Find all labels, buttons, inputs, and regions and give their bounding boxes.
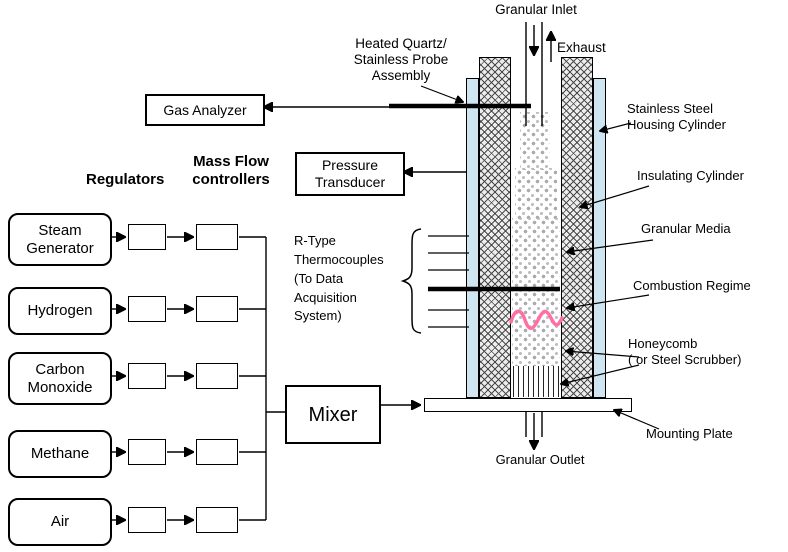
mass-flow-controller-box <box>196 439 238 465</box>
granular-media-dots-middle <box>515 168 557 220</box>
insulating-cylinder-label: Insulating Cylinder <box>637 168 744 183</box>
mass-flow-controller-box <box>196 507 238 533</box>
mixer-box: Mixer <box>285 385 381 444</box>
regulator-box <box>128 224 166 250</box>
exhaust-label: Exhaust <box>557 40 606 55</box>
probe-label-arrow <box>420 85 463 102</box>
granular-outlet-label: Granular Outlet <box>495 452 585 467</box>
regulators-header: Regulators <box>86 171 165 188</box>
mass-flow-controller-box <box>196 296 238 322</box>
gas-analyzer-box: Gas Analyzer <box>145 94 265 126</box>
housing-cylinder-label: Stainless Steel Housing Cylinder <box>627 101 726 133</box>
regulator-box <box>128 507 166 533</box>
source-box-methane: Methane <box>8 430 112 478</box>
mass-flow-controller-box <box>196 224 238 250</box>
mounting-plate-label: Mounting Plate <box>646 426 733 441</box>
housing-wall-right <box>593 78 606 398</box>
granular-media-dots-lower <box>512 218 560 366</box>
housing-wall-left <box>466 78 479 398</box>
honeycomb-label: Honeycomb ( or Steel Scrubber) <box>628 336 742 368</box>
regulator-box <box>128 296 166 322</box>
insulating-wall-left <box>479 57 511 398</box>
insulating-wall-right <box>561 57 593 398</box>
pressure-transducer-box: Pressure Transducer <box>295 152 405 196</box>
probe-assembly-label: Heated Quartz/ Stainless Probe Assembly <box>353 36 449 84</box>
mounting-plate <box>424 398 632 412</box>
honeycomb-section <box>513 366 559 397</box>
source-box-carbon-monoxide: Carbon Monoxide <box>8 352 112 405</box>
source-box-hydrogen: Hydrogen <box>8 287 112 335</box>
source-box-steam-generator: Steam Generator <box>8 213 112 266</box>
mass-flow-controller-box <box>196 363 238 389</box>
granular-inlet-label: Granular Inlet <box>495 2 577 17</box>
granular-media-label: Granular Media <box>641 221 731 236</box>
source-box-air: Air <box>8 498 112 546</box>
thermocouple-brace <box>400 228 422 334</box>
mass-flow-controllers-header: Mass Flow controllers <box>192 153 270 188</box>
combustion-regime-label: Combustion Regime <box>633 278 751 293</box>
thermocouples-label: R-Type Thermocouples (To Data Acquisitio… <box>294 233 384 324</box>
regulator-box <box>128 439 166 465</box>
granular-media-dots-upper <box>520 112 550 170</box>
regulator-box <box>128 363 166 389</box>
